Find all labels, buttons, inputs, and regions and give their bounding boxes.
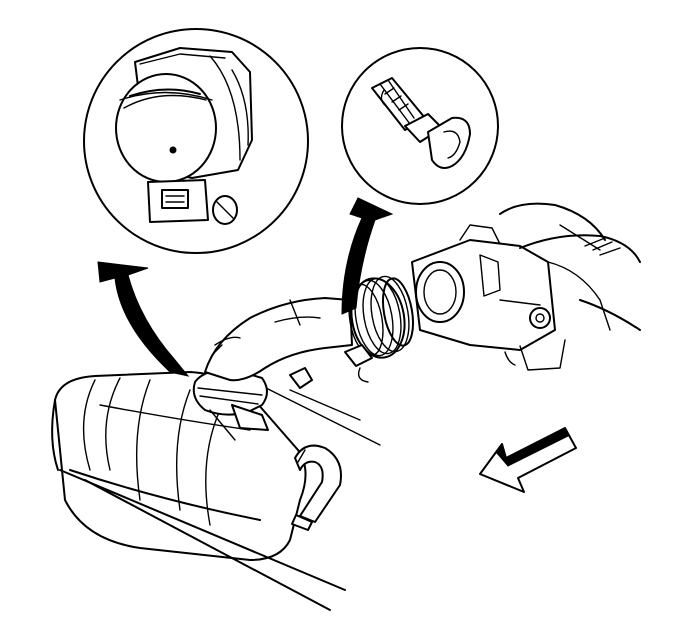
detail-mass-airflow-sensor (83, 28, 309, 254)
detail-pcv-valve (341, 47, 499, 205)
corrugated-coupler (344, 275, 414, 383)
front-arrow-icon (479, 427, 577, 493)
air-intake-duct (204, 297, 353, 389)
throttle-body-assembly (411, 202, 641, 371)
callout-arrow-pcv (341, 197, 394, 315)
pcv-hose (291, 444, 342, 531)
pcv-valve-icon (371, 77, 471, 169)
callout-arrow-maf (97, 261, 190, 377)
mass-airflow-sensor-icon (115, 47, 253, 225)
